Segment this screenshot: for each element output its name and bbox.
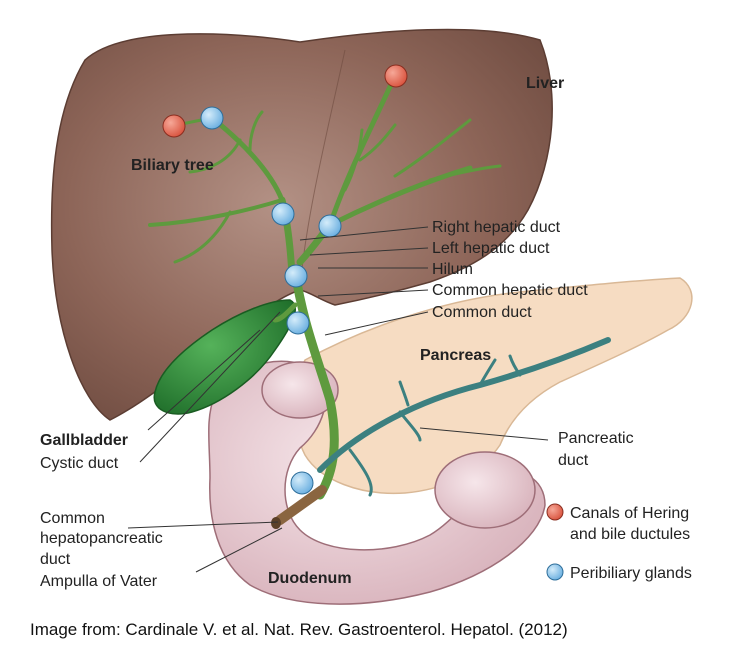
peribiliary-gland-marker-5	[286, 311, 310, 335]
legend-peribiliary-glands-swatch	[546, 563, 564, 581]
label-gallbladder: Gallbladder	[40, 432, 128, 449]
gallbladder-shape	[153, 299, 296, 415]
peribiliary-gland-marker-6	[290, 471, 314, 495]
label-biliary-tree: Biliary tree	[131, 157, 214, 174]
label-pancreatic-duct-line2: duct	[558, 452, 589, 469]
duodenum-bulb	[434, 451, 536, 529]
peribiliary-gland-marker-3	[318, 214, 342, 238]
pancreatic-duct	[317, 337, 611, 497]
canals-of-hering-marker-1	[162, 114, 186, 138]
label-ampulla-of-vater: Ampulla of Vater	[40, 573, 158, 590]
peribiliary-gland-marker-4	[284, 264, 308, 288]
label-hilum: Hilum	[432, 261, 473, 278]
label-pancreatic-duct-line1: Pancreatic	[558, 430, 634, 447]
canals-of-hering-marker-2	[384, 64, 408, 88]
label-chp-duct-line1: Common	[40, 510, 105, 527]
legend-canals-of-hering-line2: and bile ductules	[570, 526, 690, 543]
label-common-hepatic-duct: Common hepatic duct	[432, 282, 588, 299]
ampulla-of-vater	[275, 485, 327, 525]
label-chp-duct-line3: duct	[40, 551, 71, 568]
peribiliary-gland-marker-2	[271, 202, 295, 226]
label-chp-duct-line2: hepatopancreatic	[40, 530, 163, 547]
label-right-hepatic-duct: Right hepatic duct	[432, 219, 561, 236]
peribiliary-gland-marker-1	[200, 106, 224, 130]
label-liver: Liver	[526, 75, 564, 92]
label-left-hepatic-duct: Left hepatic duct	[432, 240, 550, 257]
legend-peribiliary-glands: Peribiliary glands	[570, 565, 692, 582]
leader-lines	[127, 226, 549, 573]
legend-canals-of-hering-line1: Canals of Hering	[570, 505, 689, 522]
legend-canals-of-hering-swatch	[546, 503, 564, 521]
label-pancreas: Pancreas	[420, 347, 491, 364]
legend: Canals of Hering and bile ductules Perib…	[546, 503, 692, 582]
image-caption: Image from: Cardinale V. et al. Nat. Rev…	[30, 620, 568, 639]
label-duodenum: Duodenum	[268, 570, 352, 587]
label-common-duct: Common duct	[432, 304, 532, 321]
label-cystic-duct: Cystic duct	[40, 455, 119, 472]
